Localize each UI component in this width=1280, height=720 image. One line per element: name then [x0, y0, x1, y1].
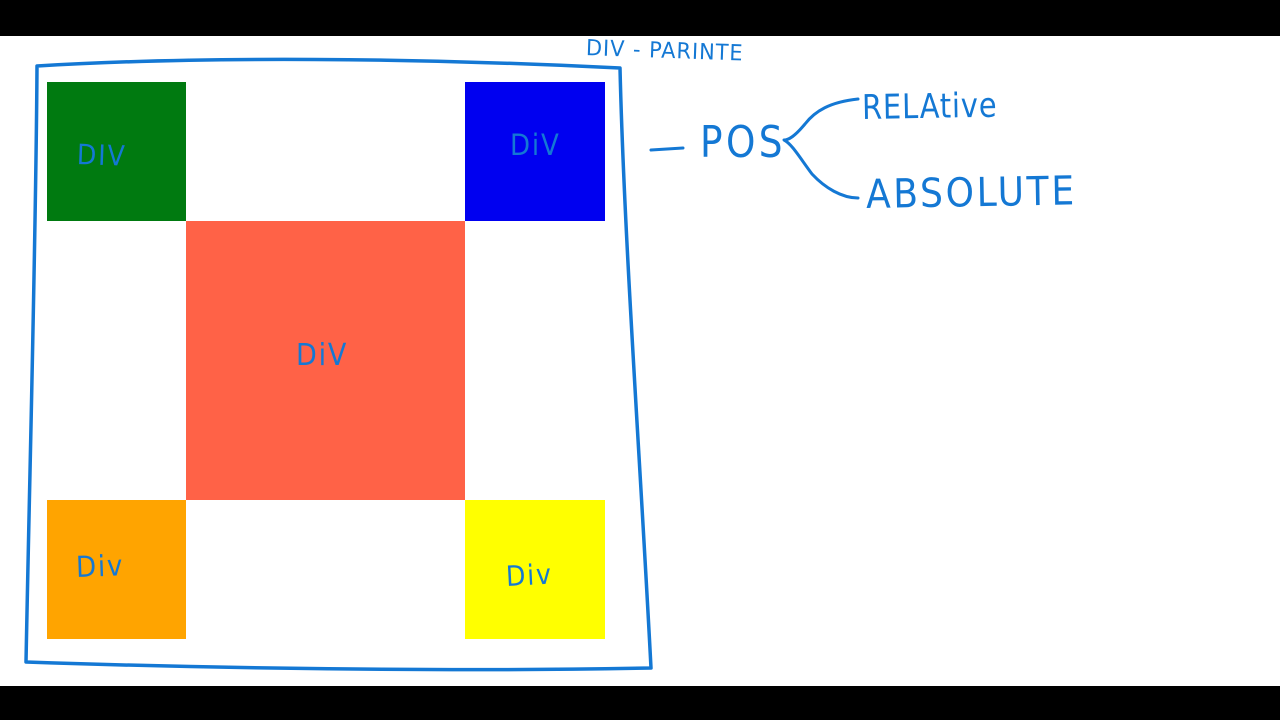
div-bottom-left-label: Div: [75, 548, 125, 584]
div-center: [186, 221, 465, 500]
div-center-label: DiV: [296, 338, 349, 373]
div-bottom-left: [47, 500, 186, 639]
div-top-right-label: DiV: [510, 128, 561, 162]
pos-option-relative: RELAtive: [861, 85, 998, 128]
div-bottom-right: [465, 500, 605, 639]
pos-option-absolute: ABSOLUTE: [865, 168, 1078, 218]
parent-div-outline: [24, 57, 653, 672]
pos-brace: [782, 97, 860, 200]
div-top-left-label: DIV: [76, 138, 128, 173]
pos-heading: POS: [700, 117, 786, 168]
pos-dash: [649, 146, 685, 152]
div-bottom-right-label: Div: [505, 557, 554, 593]
div-top-right: [465, 82, 605, 221]
letterbox-top: [0, 0, 1280, 36]
div-top-left: [47, 82, 186, 221]
ink-strokes: [24, 57, 860, 672]
letterbox-bottom: [0, 686, 1280, 720]
whiteboard: DIV - PARINTE DIV DiV DiV Div Div POS RE…: [0, 36, 1280, 686]
